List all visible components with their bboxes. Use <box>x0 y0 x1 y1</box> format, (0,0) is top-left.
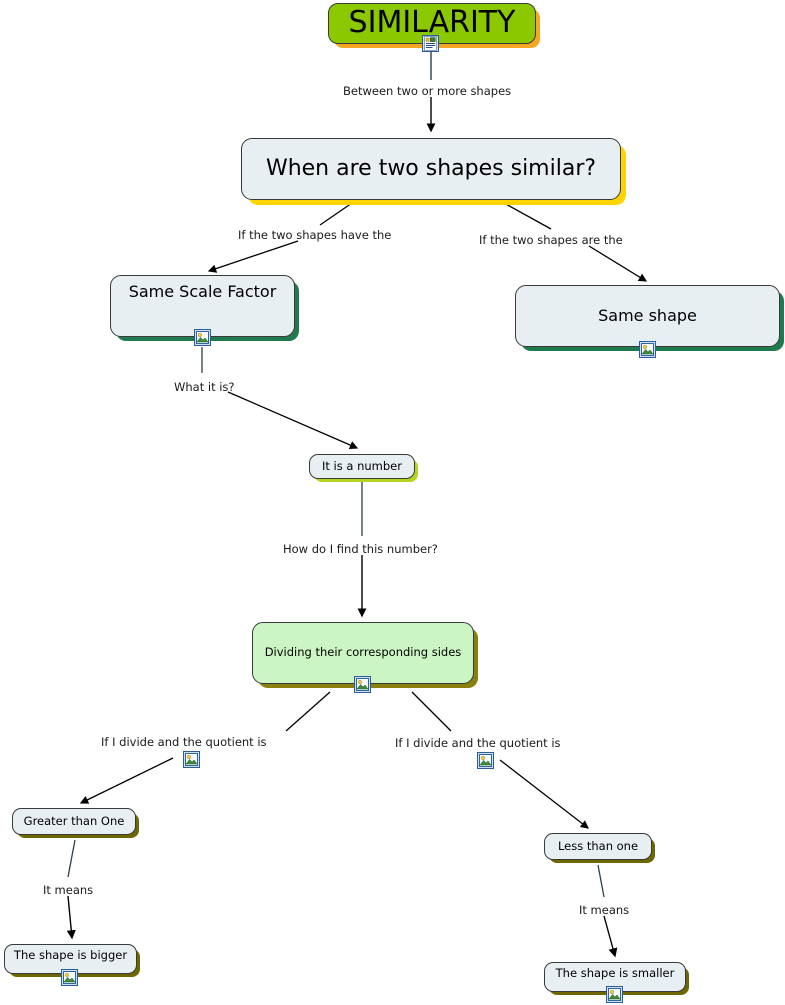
node-less-than-one-label: Less than one <box>557 838 639 853</box>
picture-icon[interactable] <box>477 752 494 769</box>
node-greater-than-one-label: Greater than One <box>23 813 125 828</box>
edge-label-to-same-scale <box>207 240 299 273</box>
node-dividing-sides-label: Dividing their corresponding sides <box>264 645 462 660</box>
link-label-what-it-is[interactable]: What it is? <box>174 380 235 394</box>
edge-dividing-to-label-right <box>411 691 452 732</box>
node-it-is-a-number-label: It is a number <box>322 458 402 473</box>
node-shape-is-smaller-label: The shape is smaller <box>555 966 675 980</box>
link-label-it-means-left[interactable]: It means <box>43 883 94 897</box>
node-it-is-a-number[interactable]: It is a number <box>309 454 415 479</box>
link-label-if-i-divide-quotient-left[interactable]: If I divide and the quotient is <box>101 735 267 749</box>
picture-icon[interactable] <box>61 969 78 986</box>
link-label-if-i-divide-quotient-right[interactable]: If I divide and the quotient is <box>395 736 561 750</box>
node-dividing-corresponding-sides[interactable]: Dividing their corresponding sides <box>252 622 474 684</box>
node-similarity-label: SIMILARITY <box>348 5 516 41</box>
node-when-are-two-shapes-similar[interactable]: When are two shapes similar? <box>241 138 621 200</box>
link-label-if-shapes-are-the[interactable]: If the two shapes are the <box>479 233 623 247</box>
node-same-scale-factor-label: Same Scale Factor <box>128 282 277 301</box>
node-same-shape-label: Same shape <box>598 305 697 325</box>
link-label-if-shapes-have-the[interactable]: If the two shapes have the <box>238 228 392 242</box>
edge-greater-to-itmeans-left <box>67 839 76 878</box>
edge-itmeans-to-smaller <box>603 915 618 958</box>
node-greater-than-one[interactable]: Greater than One <box>12 808 136 835</box>
edge-when-to-label-right <box>503 202 552 230</box>
picture-icon[interactable] <box>183 751 200 768</box>
picture-icon[interactable] <box>639 341 656 358</box>
edge-label-to-greater <box>79 757 174 804</box>
node-same-shape[interactable]: Same shape <box>515 285 780 347</box>
note-icon[interactable] <box>422 35 439 52</box>
node-shape-is-bigger-label: The shape is bigger <box>13 948 128 962</box>
node-when-similar-label: When are two shapes similar? <box>265 156 597 182</box>
picture-icon[interactable] <box>354 676 371 693</box>
link-label-between-two-or-more-shapes[interactable]: Between two or more shapes <box>343 84 512 98</box>
picture-icon[interactable] <box>606 986 623 1003</box>
node-same-scale-factor[interactable]: Same Scale Factor <box>110 275 295 337</box>
edge-itmeans-to-bigger <box>66 895 76 940</box>
edge-whatitis-to-number <box>227 391 359 450</box>
edge-label-to-less <box>499 759 590 829</box>
edge-when-to-label-left <box>319 202 353 226</box>
edge-dividing-to-label-left <box>285 691 331 732</box>
node-less-than-one[interactable]: Less than one <box>544 833 652 860</box>
link-label-how-do-i-find-this-number[interactable]: How do I find this number? <box>283 542 438 556</box>
edge-label-to-same-shape <box>588 245 648 282</box>
picture-icon[interactable] <box>194 329 211 346</box>
edge-less-to-itmeans-right <box>597 864 605 898</box>
link-label-it-means-right[interactable]: It means <box>579 903 630 917</box>
